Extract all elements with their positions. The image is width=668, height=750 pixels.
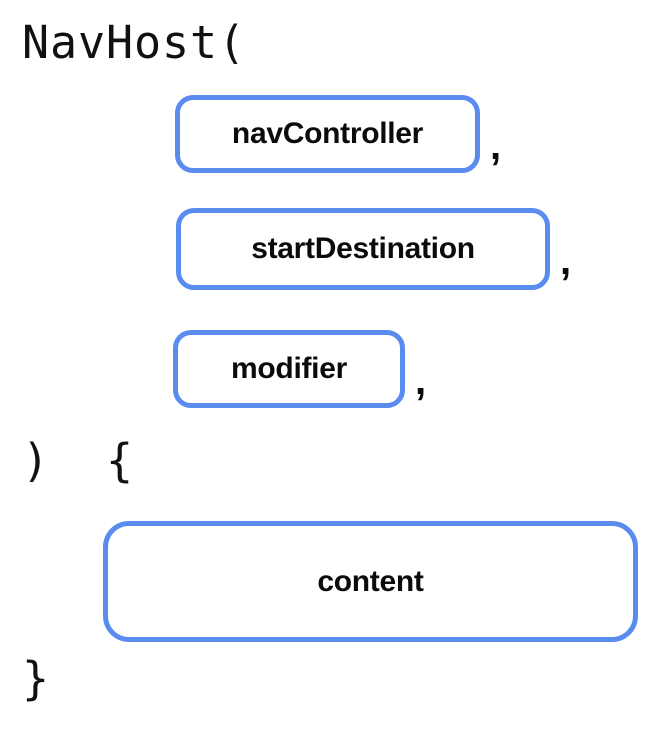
lambda-body-pill-content[interactable]: content (103, 521, 638, 642)
parameter-pill-startdestination[interactable]: startDestination (176, 208, 550, 290)
code-line-navhost-open: NavHost( (22, 16, 246, 69)
parameter-row-modifier: modifier , (173, 330, 426, 408)
parameter-row-startdestination: startDestination , (176, 208, 571, 290)
code-line-close-paren-open-brace: ) { (22, 434, 134, 487)
code-line-close-brace: } (22, 652, 50, 705)
parameter-pill-navcontroller[interactable]: navController (175, 95, 480, 173)
parameter-pill-modifier[interactable]: modifier (173, 330, 405, 408)
parameter-row-navcontroller: navController , (175, 95, 501, 173)
lambda-body-row: content (103, 521, 638, 642)
